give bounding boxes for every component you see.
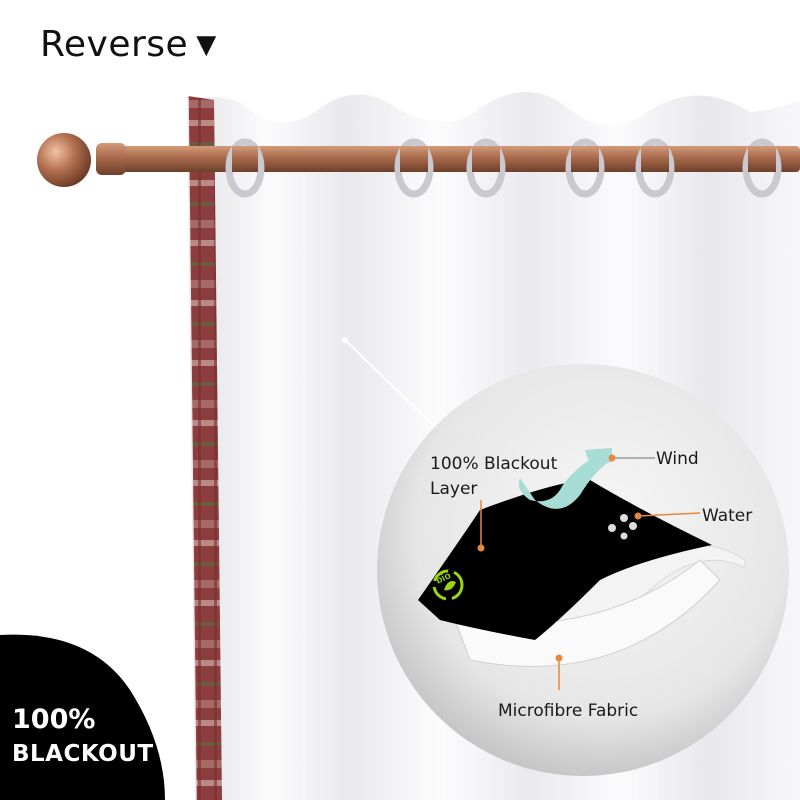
callout-water: Water — [702, 506, 753, 526]
callout-blackout-layer-line2: Layer — [430, 479, 478, 499]
rod-finial — [37, 133, 91, 187]
callout-wind: Wind — [656, 449, 699, 469]
eco-logo-icon — [432, 569, 464, 601]
badge-label: BLACKOUT — [12, 741, 154, 767]
blackout-layer-shape — [418, 480, 712, 640]
water-drops-icon — [608, 514, 637, 540]
curtain-rod — [37, 133, 800, 187]
view-title: Reverse▼ — [40, 24, 217, 65]
blackout-badge — [0, 634, 165, 800]
wind-ribbon-icon — [518, 448, 612, 509]
callout-microfibre-fabric: Microfibre Fabric — [498, 701, 639, 721]
view-title-label: Reverse — [40, 24, 189, 65]
zoom-pointer-line — [344, 339, 441, 433]
badge-percent: 100% — [12, 704, 96, 735]
plaid-border — [188, 96, 222, 800]
triangle-down-icon: ▼ — [196, 30, 217, 60]
grommets — [225, 138, 782, 198]
fabric-layers-diagram — [418, 448, 746, 667]
callout-markers — [477, 454, 701, 690]
callout-blackout-layer-line1: 100% Blackout — [430, 454, 558, 474]
